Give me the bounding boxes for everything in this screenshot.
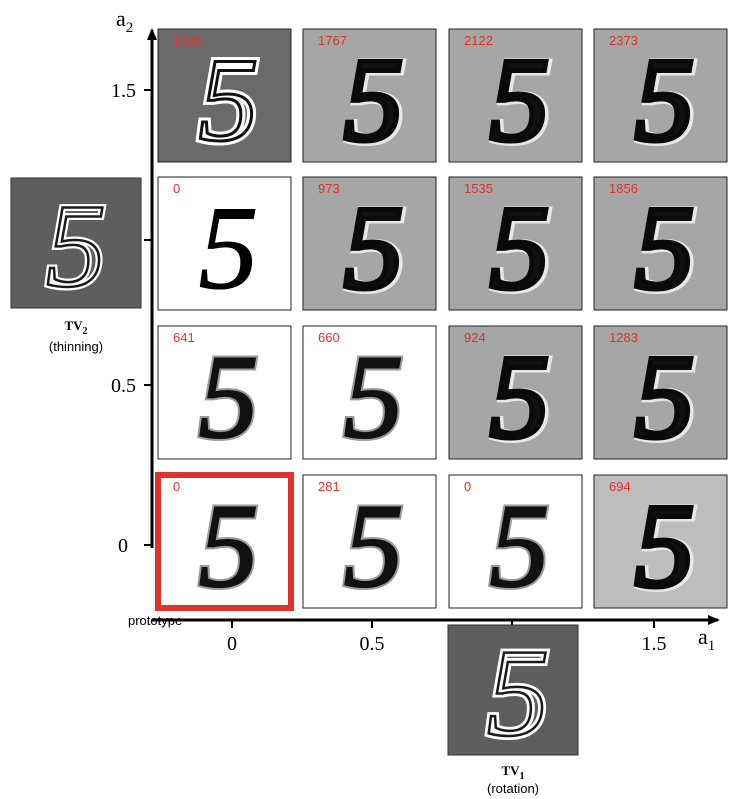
- prototype-label: prototype: [128, 613, 182, 628]
- y-tick-label-15: 1.5: [111, 80, 136, 102]
- tv1-digit-glyph-core: 5: [487, 625, 550, 763]
- y-tick-label-05: 0.5: [111, 375, 136, 397]
- digit-glyph: 5: [490, 479, 550, 612]
- y-axis-label: a2: [116, 6, 133, 36]
- digit-cell: 551856: [594, 177, 727, 315]
- distance-value: 973: [318, 181, 340, 196]
- x-tick-label-15: 1.5: [642, 633, 667, 655]
- distance-value: 1856: [609, 181, 638, 196]
- distance-value: 1535: [464, 181, 493, 196]
- digit-glyph: 5: [635, 479, 695, 612]
- x-tick-label-0: 0: [227, 633, 237, 655]
- tv2-title: TV2: [64, 318, 87, 337]
- y-tick-label-0: 0: [118, 535, 128, 557]
- tv2-digit-glyph-core: 5: [46, 179, 106, 312]
- distance-value: 0: [173, 479, 180, 494]
- digit-glyph: 5: [635, 330, 695, 463]
- distance-value: 2122: [464, 33, 493, 48]
- digit-glyph: 5: [490, 33, 550, 166]
- digit-glyph: 5: [199, 479, 259, 612]
- distance-value: 694: [609, 479, 631, 494]
- digit-glyph: 5: [344, 181, 404, 314]
- distance-value: 0: [173, 181, 180, 196]
- tv1-caption: (rotation): [487, 781, 539, 796]
- digit-glyph: 5: [635, 181, 695, 314]
- distance-value: 0: [464, 479, 471, 494]
- distance-value: 1283: [609, 330, 638, 345]
- digit-glyph: 5: [344, 479, 404, 612]
- distance-value: 641: [173, 330, 195, 345]
- tv1-title: TV1: [501, 763, 524, 782]
- distance-value: 1767: [318, 33, 347, 48]
- digit-cell: 550: [449, 475, 582, 612]
- distance-value: 924: [464, 330, 486, 345]
- tv1-panel: 5 5: [448, 625, 578, 763]
- digit-glyph: 5: [344, 330, 404, 463]
- digit-cell: 550: [158, 475, 291, 612]
- digit-glyph: 5: [199, 33, 259, 166]
- tv2-panel: 5 5: [11, 178, 141, 312]
- tv2-caption: (thinning): [49, 339, 103, 354]
- digit-glyph: 5: [199, 330, 259, 463]
- x-axis-label: a1: [698, 624, 715, 654]
- digit-cell: 50: [158, 177, 291, 314]
- digit-glyph: 5: [490, 181, 550, 314]
- digit-glyph: 5: [199, 181, 259, 314]
- distance-value: 1626: [173, 33, 202, 48]
- digit-glyph: 5: [344, 33, 404, 166]
- digit-glyph: 5: [490, 330, 550, 463]
- digit-glyph: 5: [635, 33, 695, 166]
- distance-value: 660: [318, 330, 340, 345]
- x-tick-label-05: 0.5: [360, 633, 385, 655]
- distance-value: 281: [318, 479, 340, 494]
- distance-value: 2373: [609, 33, 638, 48]
